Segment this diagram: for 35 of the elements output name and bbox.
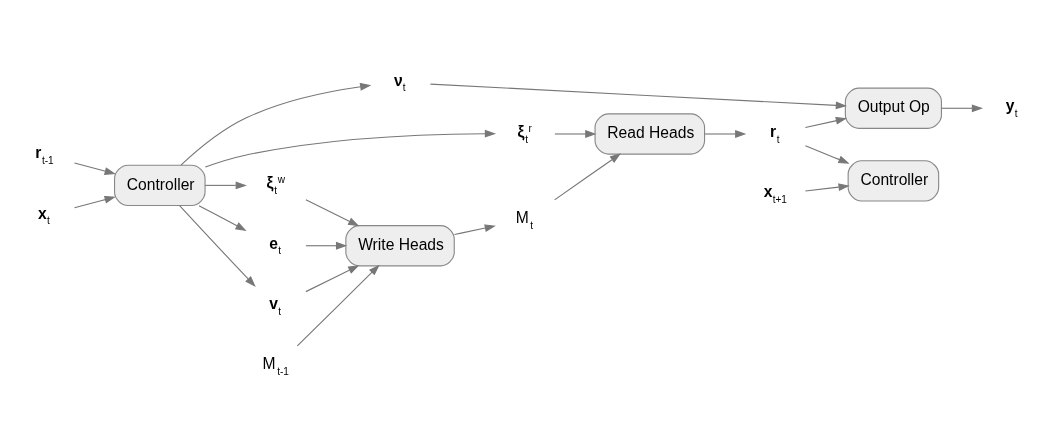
arrow <box>554 129 597 138</box>
arrow <box>204 129 497 168</box>
node-text: ν$_{t}$ <box>393 71 406 93</box>
node-text: x$_{t+1}$ <box>763 182 787 205</box>
arrow <box>198 204 247 231</box>
arrow <box>180 82 372 166</box>
arrow <box>453 223 496 235</box>
node-text: M$_{t}$ <box>515 208 534 231</box>
arrow <box>204 180 247 189</box>
arrow <box>704 129 747 138</box>
arrow <box>305 198 360 226</box>
node-box: Write Heads <box>345 224 455 266</box>
arrow <box>804 182 850 191</box>
node-text: r$_{t}$ <box>769 122 780 144</box>
node-box: Read Heads <box>594 112 706 155</box>
node-box: Controller <box>114 164 206 206</box>
arrow <box>554 152 621 200</box>
node-text: v$_{t}$ <box>269 294 282 317</box>
arrow <box>429 83 847 109</box>
arrow <box>940 103 984 112</box>
arrow <box>305 241 348 250</box>
arrow <box>73 195 116 208</box>
node-text: y$_{t}$ <box>1005 96 1018 119</box>
arrow <box>804 116 847 128</box>
arrow <box>73 161 116 175</box>
node-text: M$_{t-1}$ <box>262 354 289 377</box>
node-box: Controller <box>847 159 940 202</box>
node-text: x$_{t}$ <box>38 204 50 226</box>
node-text: r$_{t-1}$ <box>35 143 54 166</box>
arrow <box>804 144 850 164</box>
node-text: e$_{t}$ <box>269 234 282 256</box>
node-box: Output Op <box>844 87 942 129</box>
arrow <box>305 264 360 292</box>
arrow <box>179 204 256 287</box>
arrow <box>296 264 380 346</box>
